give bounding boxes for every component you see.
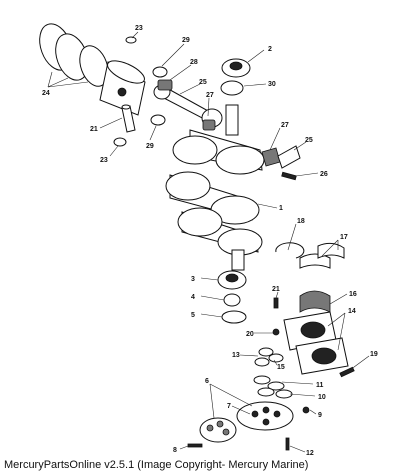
dowel-pin[interactable] <box>273 297 279 309</box>
callout-4: 4 <box>191 294 195 301</box>
pin-retainer-upper[interactable] <box>125 36 137 44</box>
callout-24: 24 <box>42 90 50 97</box>
callout-26: 26 <box>320 171 328 178</box>
callout-28: 28 <box>190 59 198 66</box>
image-caption: MercuryPartsOnline v2.5.1 (Image Copyrig… <box>4 459 309 471</box>
callout-labels: 23 24 21 23 29 28 25 27 29 2 30 27 25 26… <box>42 25 378 457</box>
callout-23-bottom: 23 <box>100 157 108 164</box>
top-main-bearing[interactable] <box>221 58 251 78</box>
callout-2: 2 <box>268 46 272 53</box>
callout-14: 14 <box>348 308 356 315</box>
callout-10: 10 <box>318 394 326 401</box>
bearing-race-halves[interactable] <box>299 242 345 269</box>
callout-25-left: 25 <box>199 79 207 86</box>
end-cap-assembly[interactable] <box>283 311 349 375</box>
callout-29-top: 29 <box>182 37 190 44</box>
crankshaft[interactable] <box>165 104 265 271</box>
callout-30: 30 <box>268 81 276 88</box>
callout-20: 20 <box>246 331 254 338</box>
reed-block[interactable] <box>236 401 294 431</box>
callout-25-right: 25 <box>305 137 313 144</box>
lower-main-bearing[interactable] <box>217 270 247 290</box>
callout-9: 9 <box>318 412 322 419</box>
callout-22: 21 <box>90 126 98 133</box>
piston-pin[interactable] <box>121 104 136 133</box>
thrust-washer-lower[interactable] <box>150 114 166 126</box>
callout-5: 5 <box>191 312 195 319</box>
callout-12: 12 <box>306 450 314 457</box>
reed-screw-right[interactable] <box>285 437 290 451</box>
callout-15: 15 <box>277 364 285 371</box>
reed-petals-upper[interactable] <box>254 347 284 367</box>
piston-rings[interactable] <box>34 19 114 90</box>
rod-cage-bearing[interactable] <box>202 119 216 131</box>
reed-petals-lower[interactable] <box>253 375 293 399</box>
callout-11: 11 <box>316 382 324 389</box>
callout-6: 6 <box>205 378 209 385</box>
retaining-ring[interactable] <box>275 242 305 259</box>
callout-16: 16 <box>349 291 357 298</box>
check-ball[interactable] <box>272 328 280 336</box>
pin-retainer-lower[interactable] <box>113 137 127 147</box>
callout-7: 7 <box>227 403 231 410</box>
callout-17: 17 <box>340 234 348 241</box>
leader-lines <box>47 31 370 453</box>
callout-3: 3 <box>191 276 195 283</box>
lower-seal[interactable] <box>223 293 241 307</box>
rod-cap-screw[interactable] <box>281 171 297 181</box>
reed-stop-set[interactable] <box>199 417 237 443</box>
callout-19: 19 <box>370 351 378 358</box>
callout-1: 1 <box>279 205 283 212</box>
callout-18: 18 <box>297 218 305 225</box>
callout-23-top: 23 <box>135 25 143 32</box>
piston[interactable] <box>99 56 148 116</box>
callout-29-bottom: 29 <box>146 143 154 150</box>
roller-cage[interactable] <box>299 290 331 313</box>
callout-27-left: 27 <box>206 92 214 99</box>
callout-27-right: 27 <box>281 122 289 129</box>
lower-oring[interactable] <box>221 310 247 324</box>
callout-8: 8 <box>173 447 177 454</box>
top-seal-ring[interactable] <box>220 80 244 96</box>
reed-screw-left[interactable] <box>187 443 203 448</box>
callout-21: 21 <box>272 286 280 293</box>
rod-cap[interactable] <box>261 145 301 169</box>
callout-13: 13 <box>232 352 240 359</box>
rod-bearing-upper[interactable] <box>152 66 173 91</box>
reed-nut[interactable] <box>302 406 310 414</box>
